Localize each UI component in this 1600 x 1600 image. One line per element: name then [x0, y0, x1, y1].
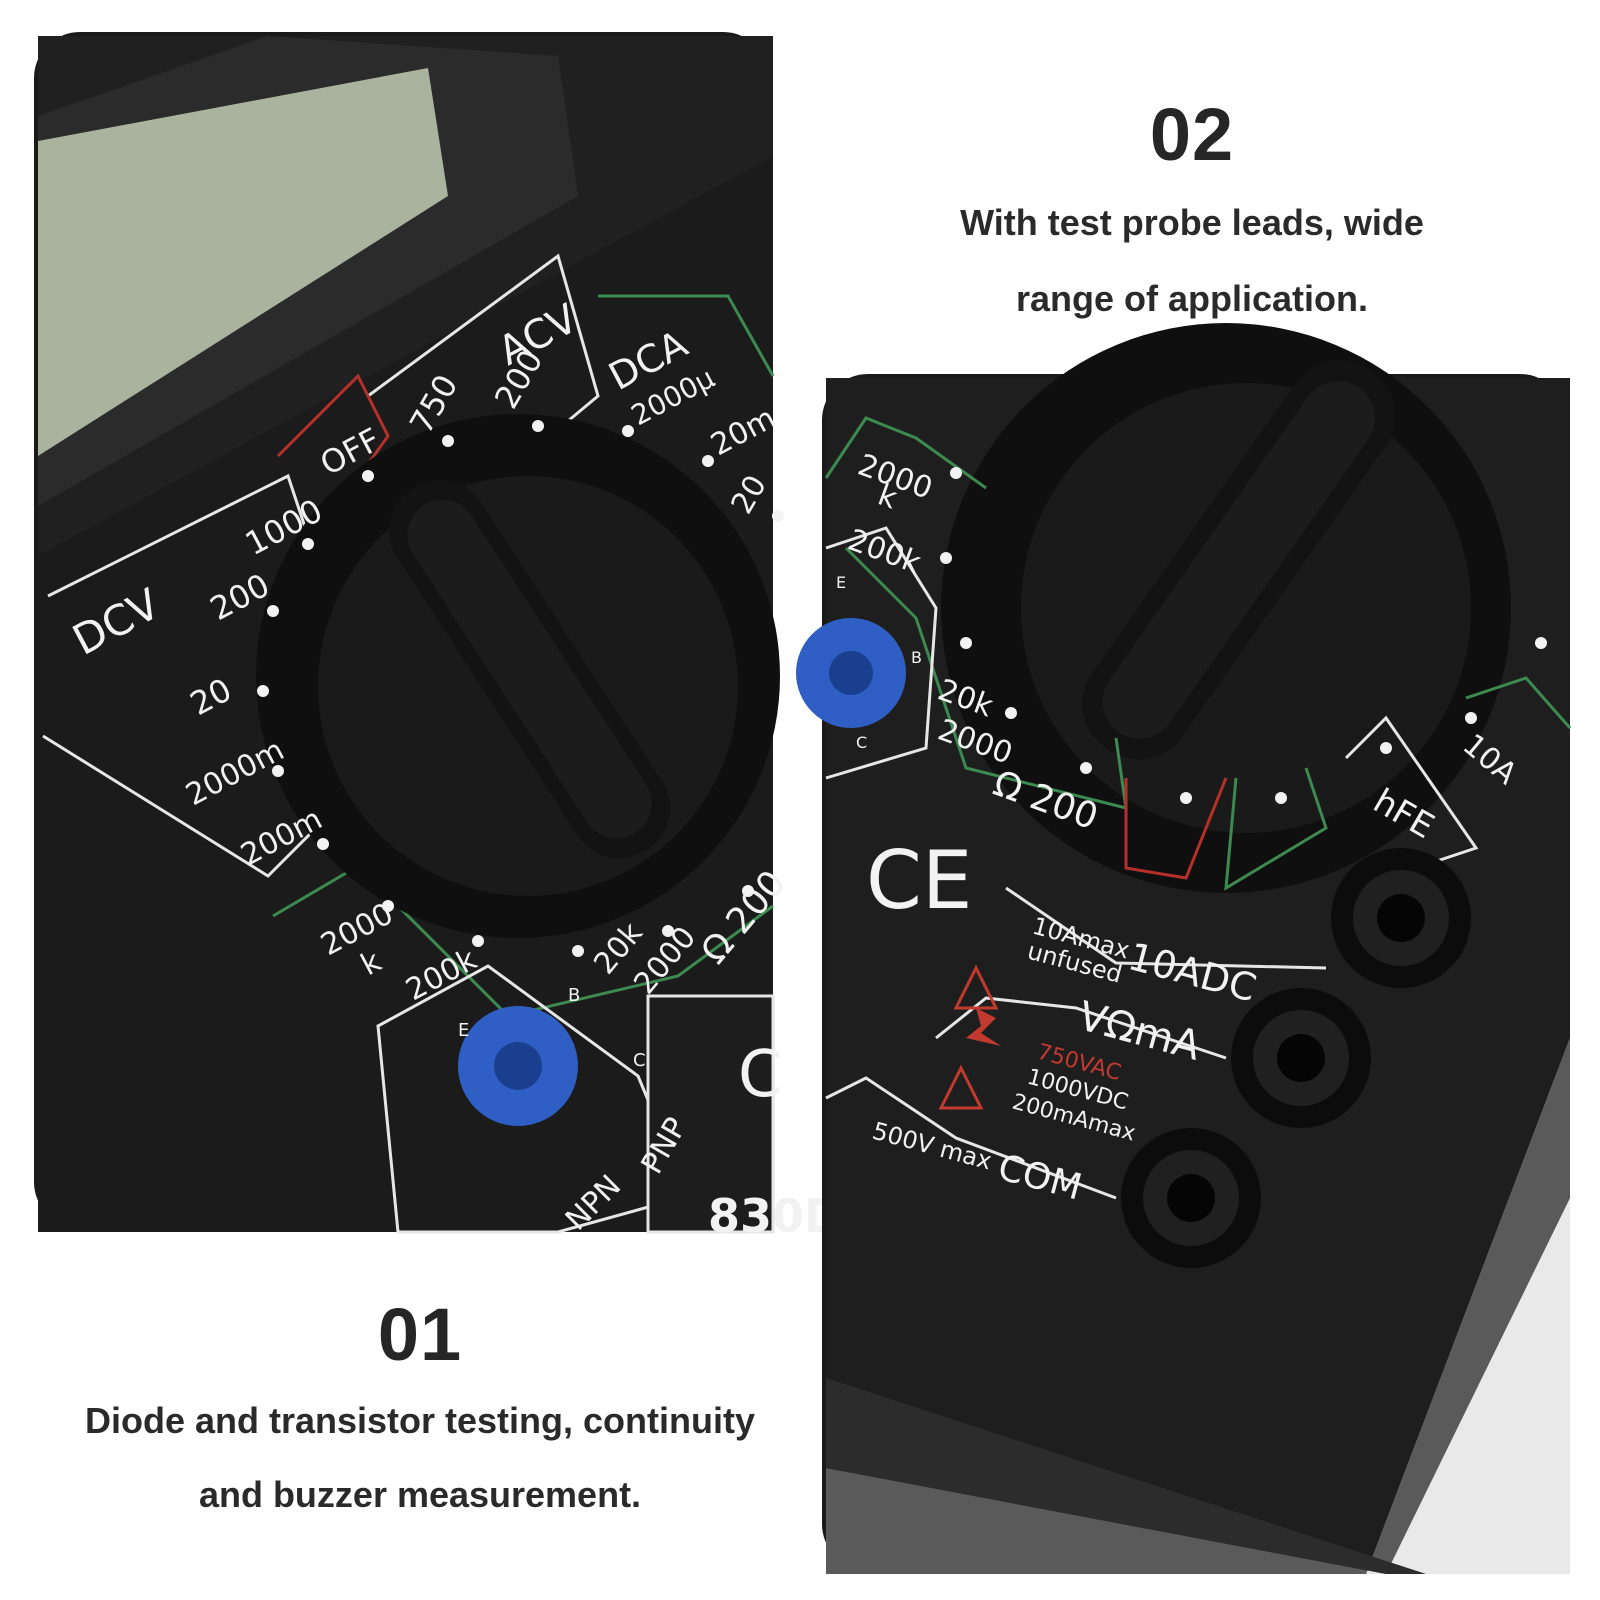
feature-caption-01: 01 Diode and transistor testing, continu… [30, 1298, 810, 1520]
label-pin-e: E [836, 573, 846, 592]
multimeter-terminals-illustration: 2000 k 200k 20k 2000 Ω 200 hFE 10A CE 10… [796, 323, 1572, 1574]
label-pin-e: E [458, 1020, 469, 1041]
label-pin-b: B [568, 985, 580, 1006]
product-photo-1: DCV ACV DCA OFF 1000 200 20 2000m 200m 7… [34, 32, 842, 1243]
feature-description-line: Diode and transistor testing, continuity [84, 1400, 756, 1441]
terminal-10a[interactable] [1331, 848, 1471, 988]
label-pin-c: C [856, 733, 867, 752]
feature-description-line: range of application. [1015, 278, 1369, 319]
multimeter-front-illustration: DCV ACV DCA OFF 1000 200 20 2000m 200m 7… [38, 36, 842, 1243]
feature-number: 02 [1149, 93, 1235, 176]
terminal-vohm[interactable] [1231, 988, 1371, 1128]
lcd-screen [38, 68, 448, 456]
rotary-knob-pointer[interactable] [370, 462, 688, 877]
label-pin-b: B [911, 648, 922, 667]
label-model: 830D [708, 1189, 842, 1243]
range-dots [940, 467, 1547, 804]
product-photo-2: 2000 k 200k 20k 2000 Ω 200 hFE 10A CE 10… [796, 323, 1572, 1574]
feature-description-line: and buzzer measurement. [198, 1474, 642, 1515]
feature-number: 01 [377, 1293, 463, 1376]
label-pin-c: C [633, 1050, 646, 1071]
label-ce-mark: CE [866, 834, 972, 927]
high-voltage-icon [966, 1008, 1001, 1046]
range-dots [257, 420, 784, 957]
feature-description-line: With test probe leads, wide [960, 202, 1424, 243]
terminal-com[interactable] [1121, 1128, 1261, 1268]
rotary-knob-pointer[interactable] [1062, 340, 1416, 780]
label-ce-mark: C [738, 1038, 783, 1112]
warning-icon [938, 1064, 984, 1110]
feature-caption-02: 02 With test probe leads, wide range of … [852, 98, 1532, 324]
